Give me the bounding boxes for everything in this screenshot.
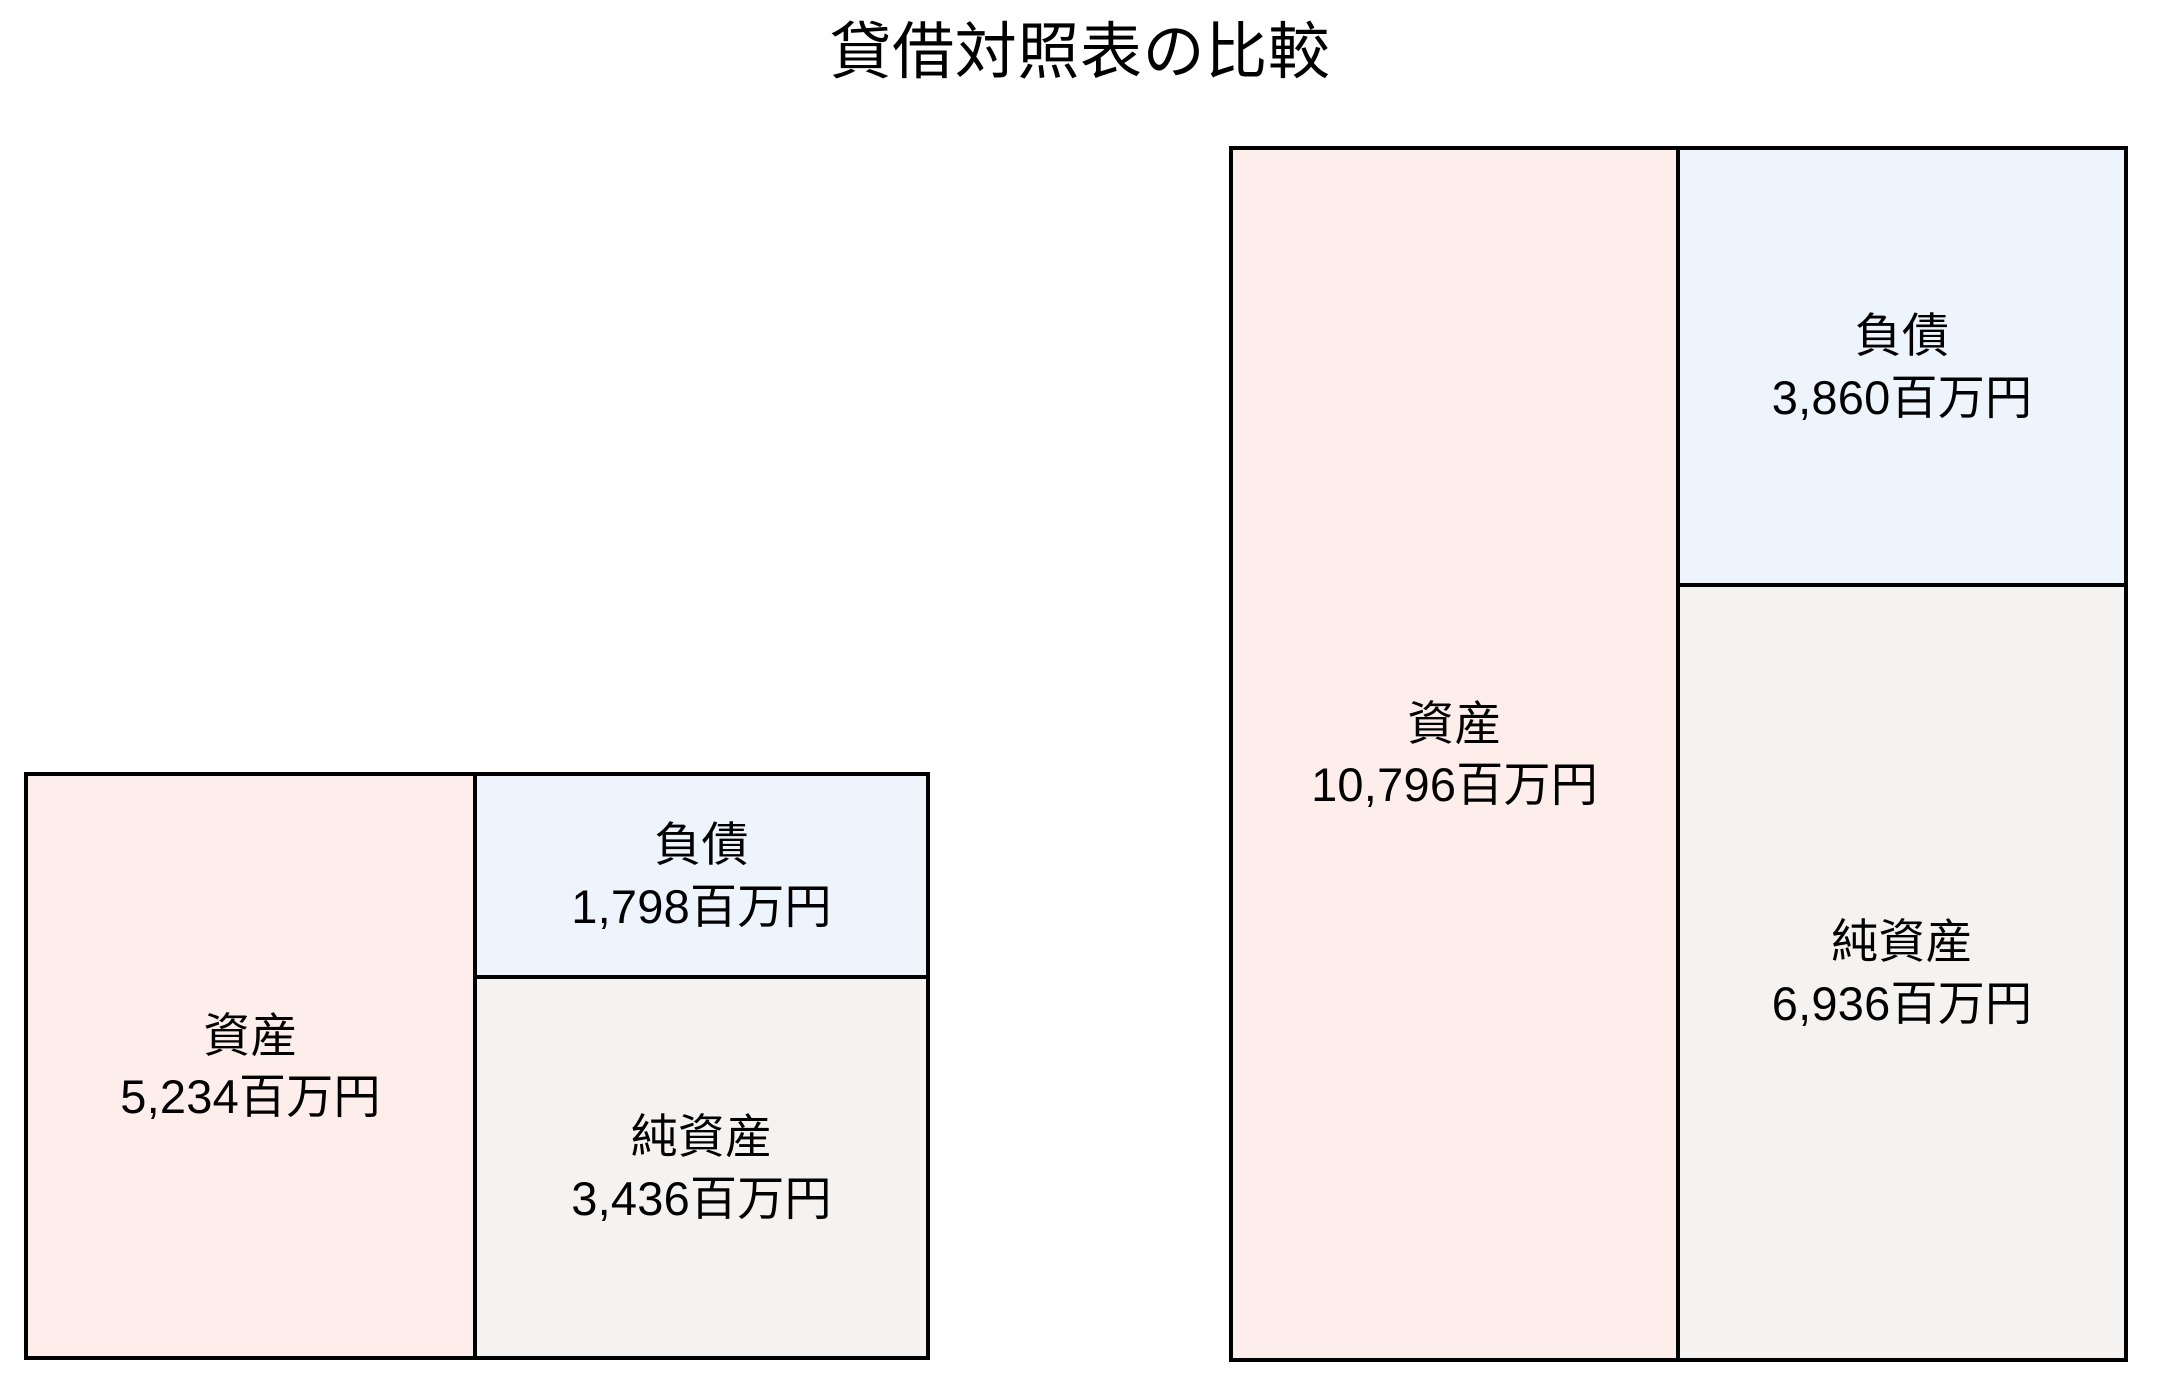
right-net-assets-label-text: 純資産	[1831, 915, 1973, 969]
page-title: 貸借対照表の比較	[829, 18, 1331, 87]
left-liabilities-label-value: 1,798百万円	[571, 879, 832, 933]
left-net-assets-label-text: 純資産	[630, 1110, 773, 1164]
right-assets-box: 資産 10,796百万円	[1229, 146, 1680, 1362]
balance-sheet-right: 資産 10,796百万円 負債 3,860百万円 純資産 6,936百万円	[1229, 146, 2128, 1362]
left-assets-label: 資産 5,234百万円	[120, 1005, 381, 1127]
right-assets-label-value: 10,796百万円	[1311, 758, 1598, 811]
right-net-assets-label: 純資産 6,936百万円	[1772, 911, 2033, 1033]
left-net-assets-label: 純資産 3,436百万円	[571, 1106, 832, 1228]
right-net-assets-box: 純資産 6,936百万円	[1676, 583, 2128, 1362]
right-liabilities-label-text: 負債	[1854, 309, 1950, 363]
right-liabilities-label-value: 3,860百万円	[1771, 370, 2033, 424]
left-net-assets-box: 純資産 3,436百万円	[473, 975, 930, 1360]
left-assets-label-text: 資産	[203, 1008, 298, 1062]
balance-sheet-left: 資産 5,234百万円 負債 1,798百万円 純資産 3,436百万円	[24, 772, 930, 1360]
right-liabilities-box: 負債 3,860百万円	[1676, 146, 2128, 587]
left-liabilities-box: 負債 1,798百万円	[473, 772, 930, 979]
left-assets-box: 資産 5,234百万円	[24, 772, 477, 1360]
right-assets-label: 資産 10,796百万円	[1311, 693, 1598, 815]
left-assets-label-value: 5,234百万円	[120, 1070, 381, 1123]
left-liabilities-label-text: 負債	[654, 818, 749, 872]
left-net-assets-label-value: 3,436百万円	[571, 1171, 832, 1225]
right-liabilities-label: 負債 3,860百万円	[1772, 305, 2033, 427]
left-liabilities-label: 負債 1,798百万円	[571, 814, 832, 936]
right-assets-label-text: 資産	[1407, 696, 1502, 750]
right-net-assets-label-value: 6,936百万円	[1771, 976, 2033, 1030]
